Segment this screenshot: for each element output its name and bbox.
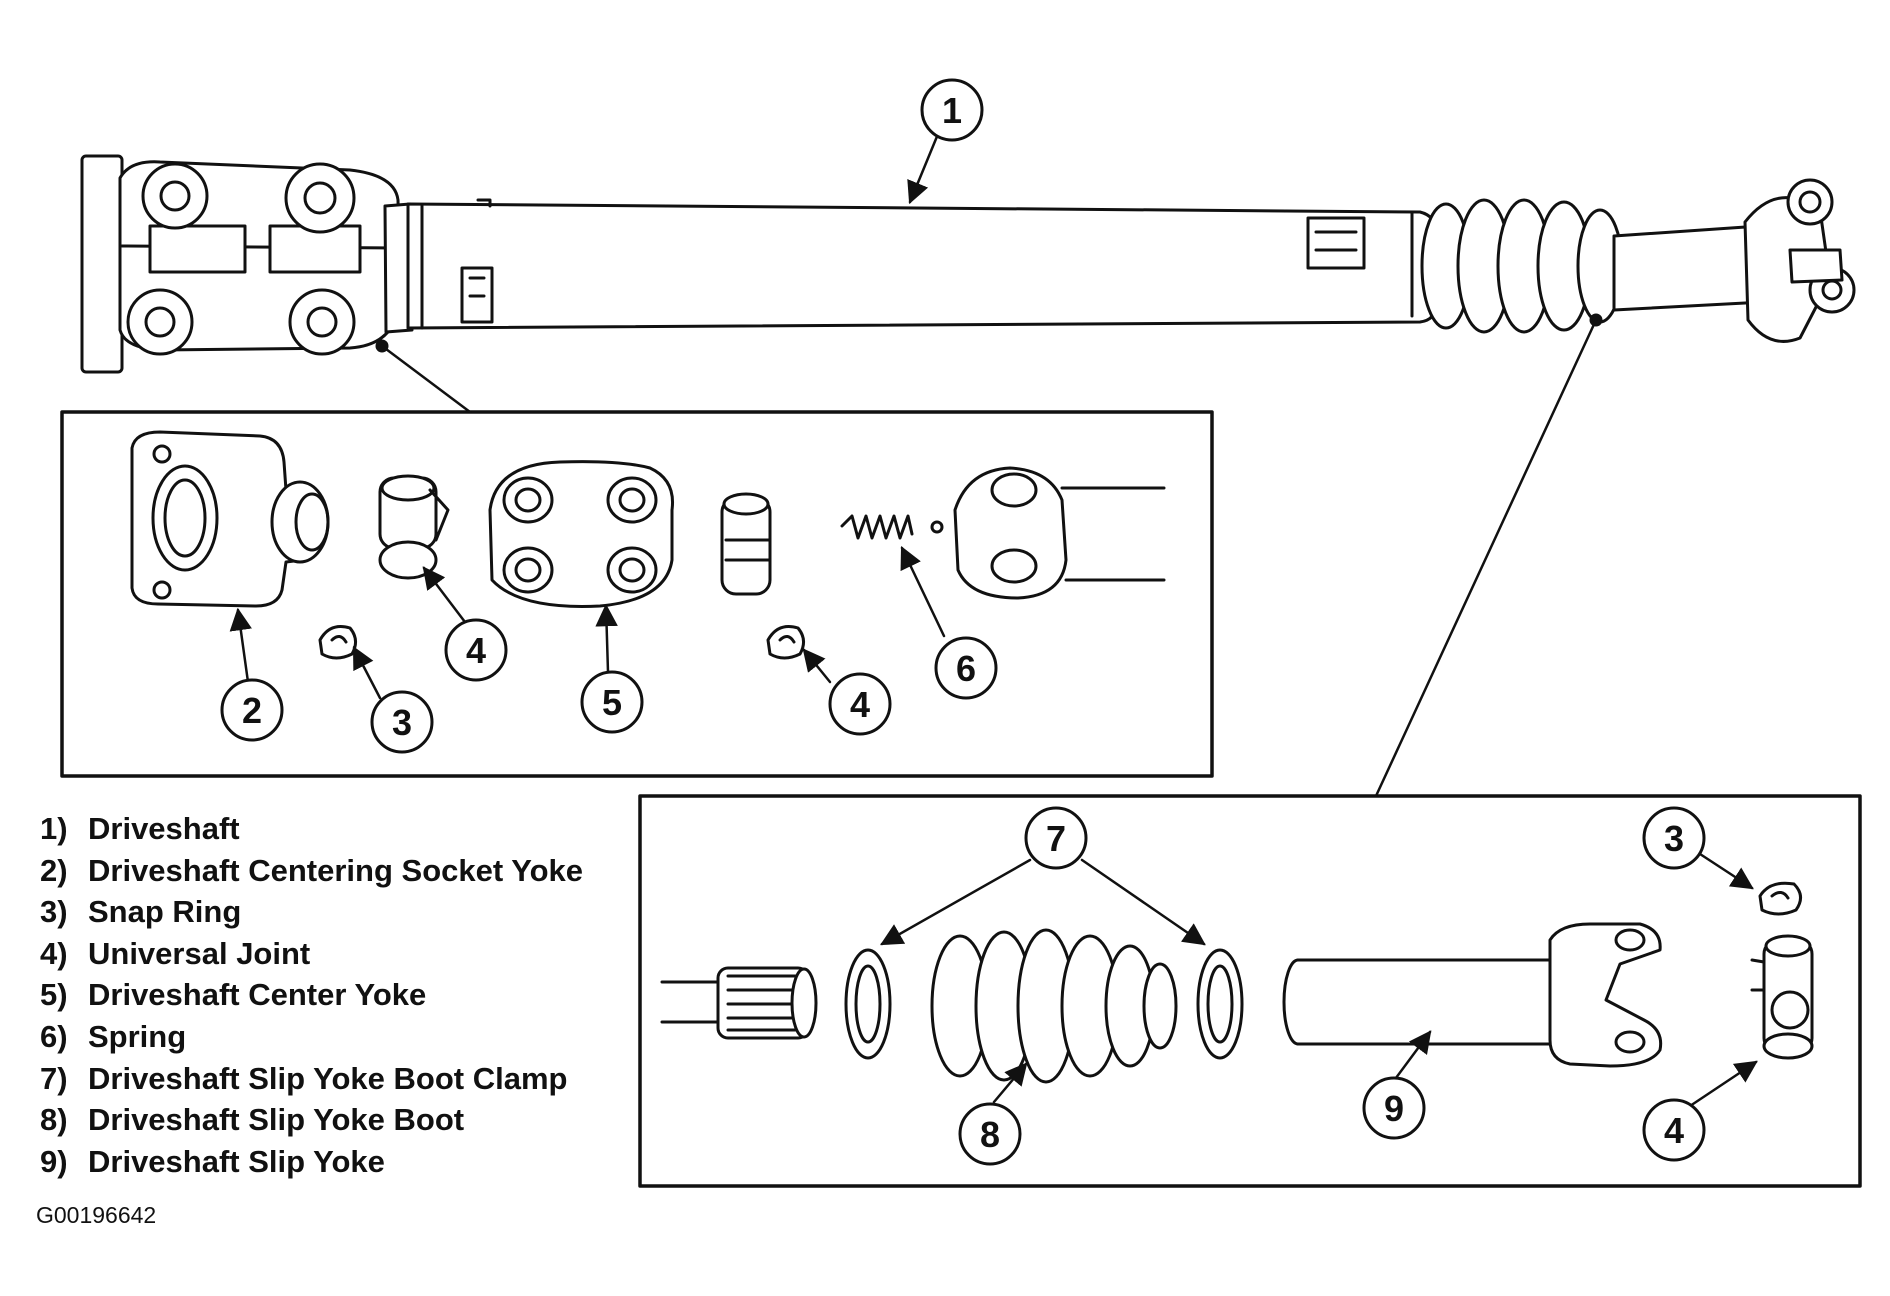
center-yoke-drawing: [488, 460, 675, 608]
legend-label: Driveshaft Slip Yoke Boot: [88, 1102, 465, 1138]
legend-label: Spring: [88, 1018, 187, 1054]
boot-clamp-drawing-b: [1196, 948, 1244, 1060]
legend-number: 1): [40, 811, 68, 846]
inset-slip-yoke: [638, 313, 1862, 1188]
leader-lines: [229, 132, 1758, 1108]
legend-item: 9) Driveshaft Slip Yoke: [40, 1141, 583, 1183]
callout-8: 8: [980, 1114, 1000, 1155]
callout-1: 1: [942, 90, 962, 131]
spring-drawing: [840, 514, 914, 540]
callout-2: 2: [242, 690, 262, 731]
legend-item: 5) Driveshaft Center Yoke: [40, 974, 583, 1016]
legend-number: 9): [40, 1143, 68, 1179]
callout-4-rear: 4: [1664, 1110, 1684, 1151]
snap-ring-drawing-b: [766, 625, 805, 660]
callout-5: 5: [602, 682, 622, 723]
legend-number: 3): [40, 894, 68, 930]
slip-yoke-boot-drawing: [930, 928, 1178, 1084]
legend-item: 6) Spring: [40, 1016, 583, 1058]
callout-3-rear: 3: [1664, 818, 1684, 859]
legend-number: 8): [40, 1102, 68, 1138]
splined-shaft-drawing: [660, 966, 818, 1040]
legend-item: 4) Universal Joint: [40, 933, 583, 975]
legend-number: 2): [40, 852, 68, 888]
legend-label: Driveshaft Center Yoke: [88, 977, 427, 1013]
legend-label: Snap Ring: [88, 894, 242, 930]
snap-ring-drawing-c: [1758, 881, 1802, 916]
centering-socket-yoke-drawing: [130, 430, 330, 608]
universal-joint-drawing-c: [1750, 934, 1814, 1060]
inset-front-joint: [60, 339, 1214, 778]
legend-number: 6): [40, 1018, 68, 1054]
parts-legend: 1) Driveshaft 2) Driveshaft Centering Sock…: [40, 808, 583, 1182]
figure-id: G00196642: [36, 1202, 157, 1228]
callout-9: 9: [1384, 1088, 1404, 1129]
callout-6: 6: [956, 648, 976, 689]
driveshaft-assembly: [80, 154, 1856, 374]
callout-4-front-a: 4: [466, 630, 486, 671]
callout-4-front-b: 4: [850, 684, 870, 725]
legend-item: 7) Driveshaft Slip Yoke Boot Clamp: [40, 1058, 583, 1100]
universal-joint-drawing-a: [378, 474, 450, 580]
legend-item: 1) Driveshaft: [40, 808, 583, 850]
legend-item: 3) Snap Ring: [40, 891, 583, 933]
callout-circles: [220, 78, 1706, 1166]
legend-label: Universal Joint: [88, 935, 311, 971]
legend-item: 8) Driveshaft Slip Yoke Boot: [40, 1099, 583, 1141]
legend-number: 4): [40, 935, 68, 971]
legend-label: Driveshaft Slip Yoke Boot Clamp: [88, 1060, 568, 1096]
legend-label: Driveshaft Slip Yoke: [88, 1143, 385, 1179]
shaft-socket-end-drawing: [930, 466, 1166, 600]
legend-number: 5): [40, 977, 68, 1013]
universal-joint-drawing-b: [720, 492, 772, 596]
legend-label: Driveshaft Centering Socket Yoke: [88, 852, 584, 888]
boot-clamp-drawing-a: [844, 948, 892, 1060]
callout-7: 7: [1046, 818, 1066, 859]
legend-item: 2) Driveshaft Centering Socket Yoke: [40, 850, 583, 892]
slip-yoke-drawing: [1282, 922, 1663, 1068]
legend-number: 7): [40, 1060, 68, 1096]
snap-ring-drawing-a: [318, 625, 357, 660]
legend-label: Driveshaft: [88, 811, 240, 846]
callout-3-front: 3: [392, 702, 412, 743]
